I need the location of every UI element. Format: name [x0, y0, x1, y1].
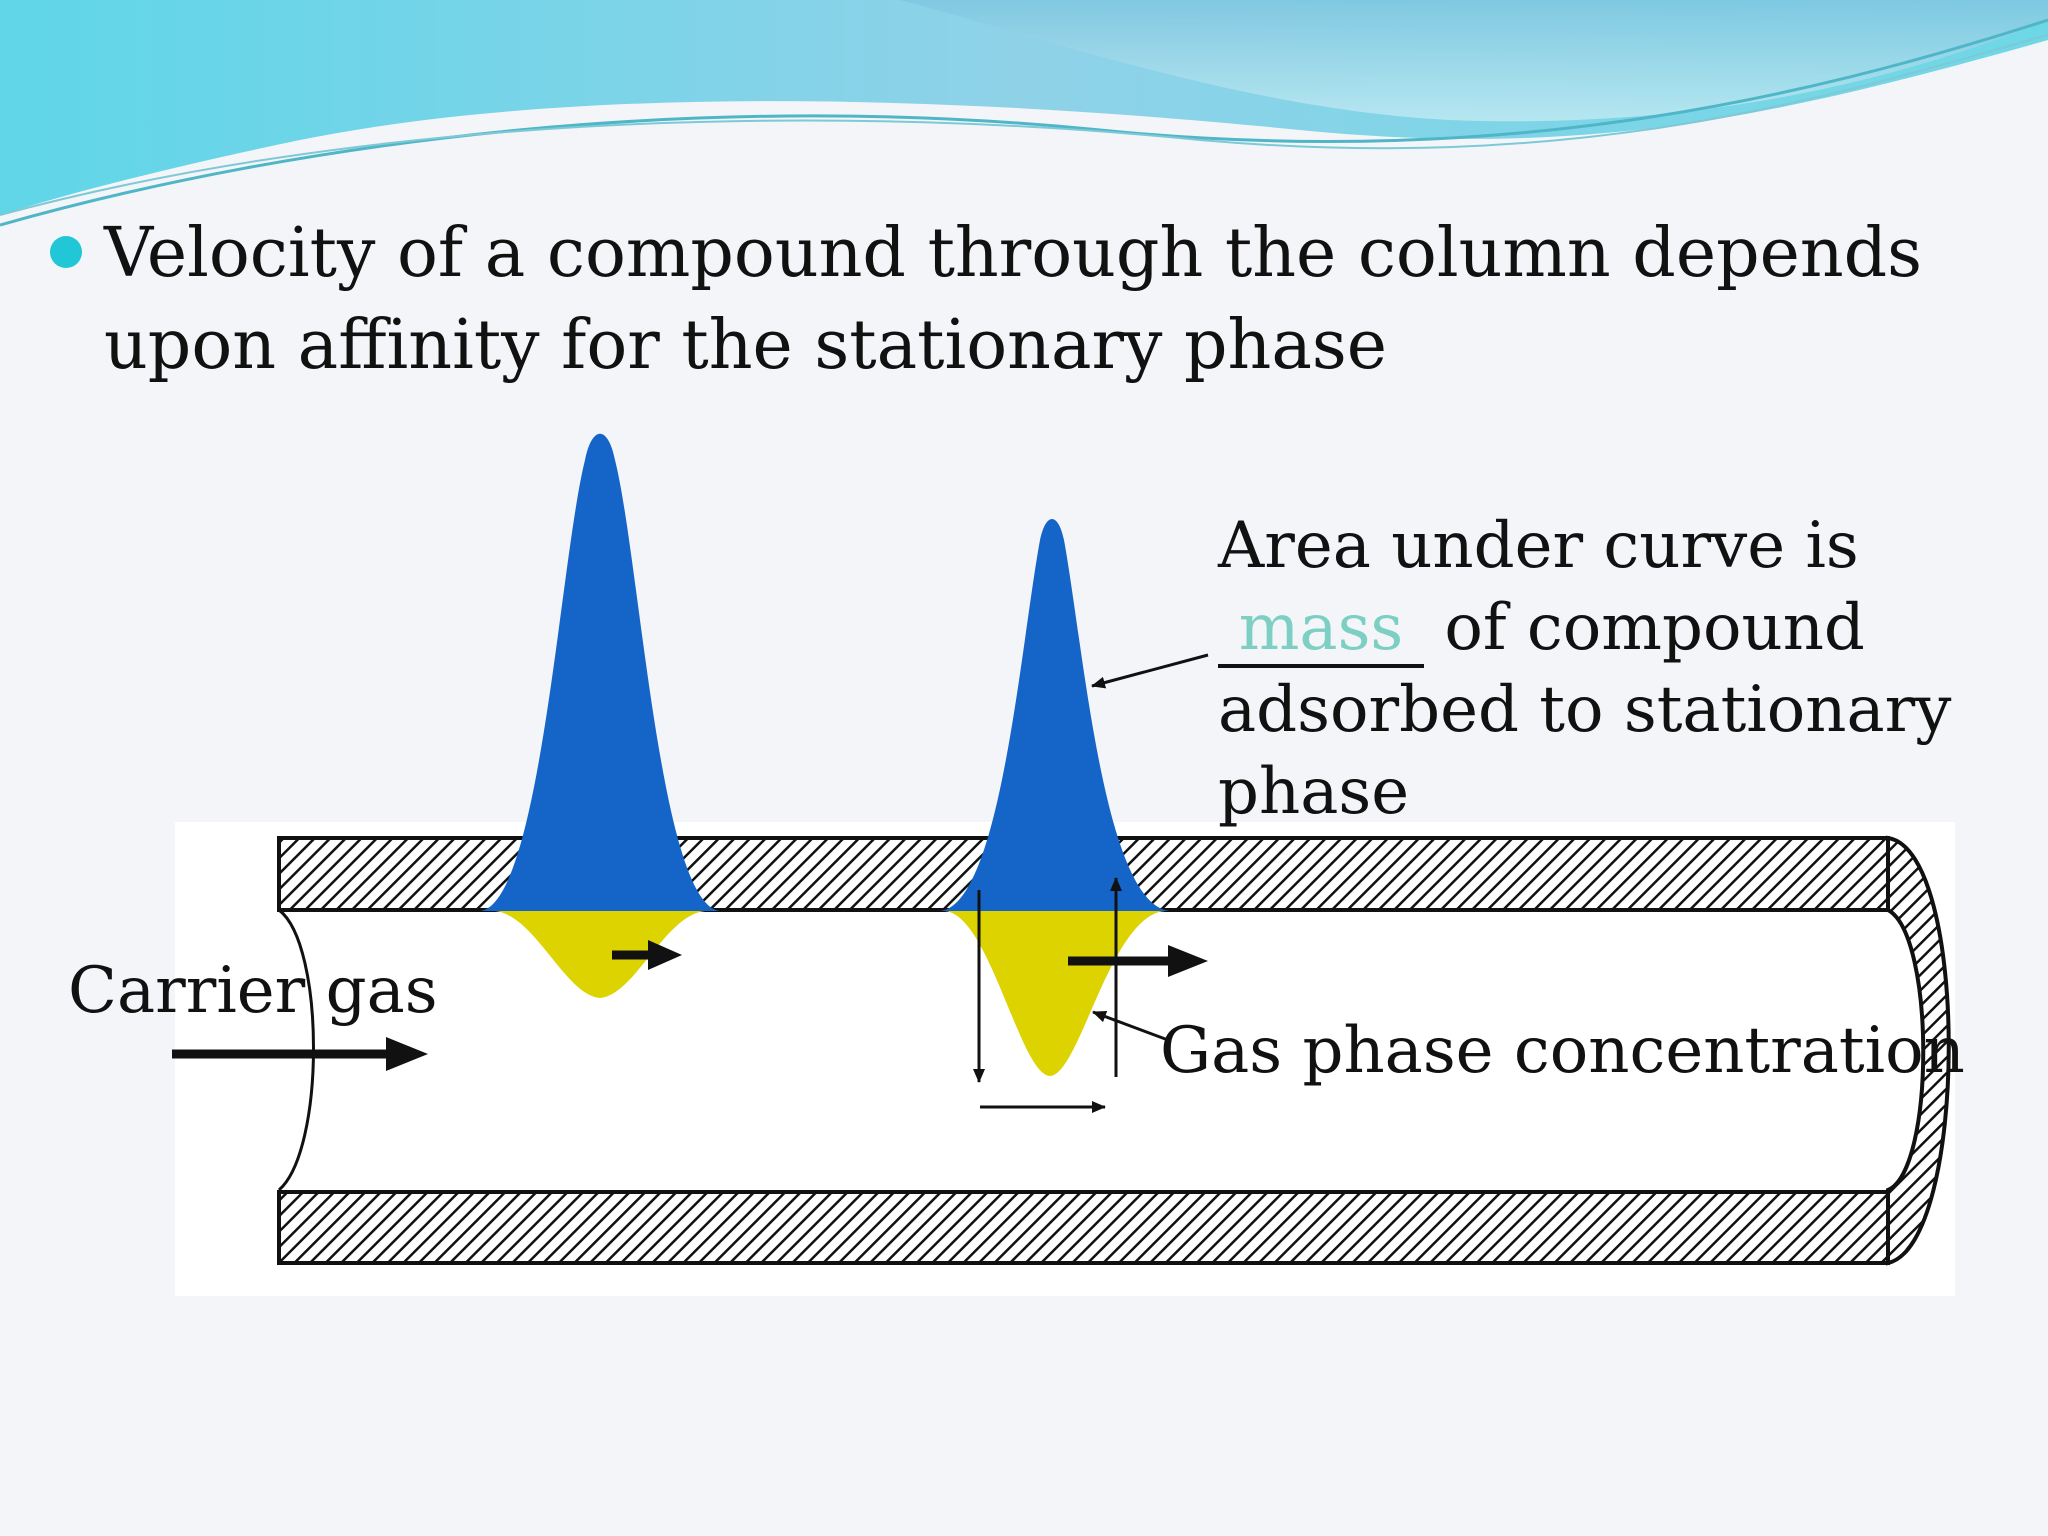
- peak-1-flow-arrow-head: [648, 940, 682, 970]
- area-under-curve-label: Area under curve is mass of compound ads…: [1218, 505, 1951, 833]
- area-label-line-2-rest: of compound: [1424, 591, 1865, 665]
- bullet-text: Velocity of a compound through the colum…: [104, 214, 1923, 385]
- area-label-line-1: Area under curve is: [1218, 509, 1859, 583]
- carrier-gas-arrow-head: [386, 1037, 428, 1071]
- column-bottom-wall: [277, 1190, 1890, 1265]
- gas-peak-1: [495, 911, 705, 998]
- gas-peak-2: [945, 911, 1165, 1076]
- fill-in-blank-answer: mass: [1218, 592, 1424, 668]
- column-open-end: [278, 908, 315, 1192]
- stationary-peak-2: [940, 519, 1170, 911]
- area-label-line-2: mass of compound: [1218, 587, 1951, 669]
- gas-phase-concentration-label: Gas phase concentration: [1160, 1014, 1965, 1088]
- peak-2-flow-arrow-head: [1168, 945, 1208, 977]
- column-end-cap: [1886, 835, 1951, 1266]
- carrier-gas-label: Carrier gas: [68, 954, 438, 1028]
- bullet-icon: [50, 236, 82, 268]
- area-callout-pointer: [1091, 653, 1209, 689]
- area-label-line-3: adsorbed to stationary: [1218, 673, 1952, 747]
- area-label-line-4: phase: [1218, 755, 1410, 829]
- wave-header-decoration: [0, 0, 2048, 227]
- stationary-peak-1: [480, 433, 720, 911]
- gas-phase-callout-pointer: [1092, 1010, 1169, 1042]
